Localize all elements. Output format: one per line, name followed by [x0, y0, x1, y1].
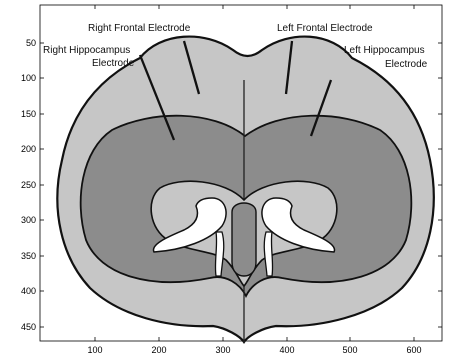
x-tick-label: 500 [342, 345, 357, 355]
y-tick-label: 200 [21, 144, 36, 154]
y-tick-label: 50 [26, 38, 36, 48]
label-right-hippocampus-line2: Electrode [92, 58, 135, 69]
label-left-hippocampus-line1: Left Hippocampus [344, 45, 425, 56]
label-left-hippocampus-line2: Electrode [385, 59, 428, 70]
x-tick-label: 200 [151, 345, 166, 355]
y-tick-label: 300 [21, 215, 36, 225]
y-tick-label: 350 [21, 251, 36, 261]
label-right-hippocampus-line1: Right Hippocampus [43, 45, 130, 56]
y-tick-label: 450 [21, 322, 36, 332]
x-tick-label: 100 [87, 345, 102, 355]
y-tick-label: 250 [21, 180, 36, 190]
label-right-frontal: Right Frontal Electrode [88, 23, 191, 34]
x-tick-label: 600 [406, 345, 421, 355]
x-tick-label: 300 [215, 345, 230, 355]
y-tick-label: 150 [21, 109, 36, 119]
label-left-frontal: Left Frontal Electrode [277, 23, 373, 34]
x-tick-label: 400 [279, 345, 294, 355]
central-plug [232, 203, 256, 276]
y-tick-label: 400 [21, 286, 36, 296]
y-tick-label: 100 [21, 73, 36, 83]
